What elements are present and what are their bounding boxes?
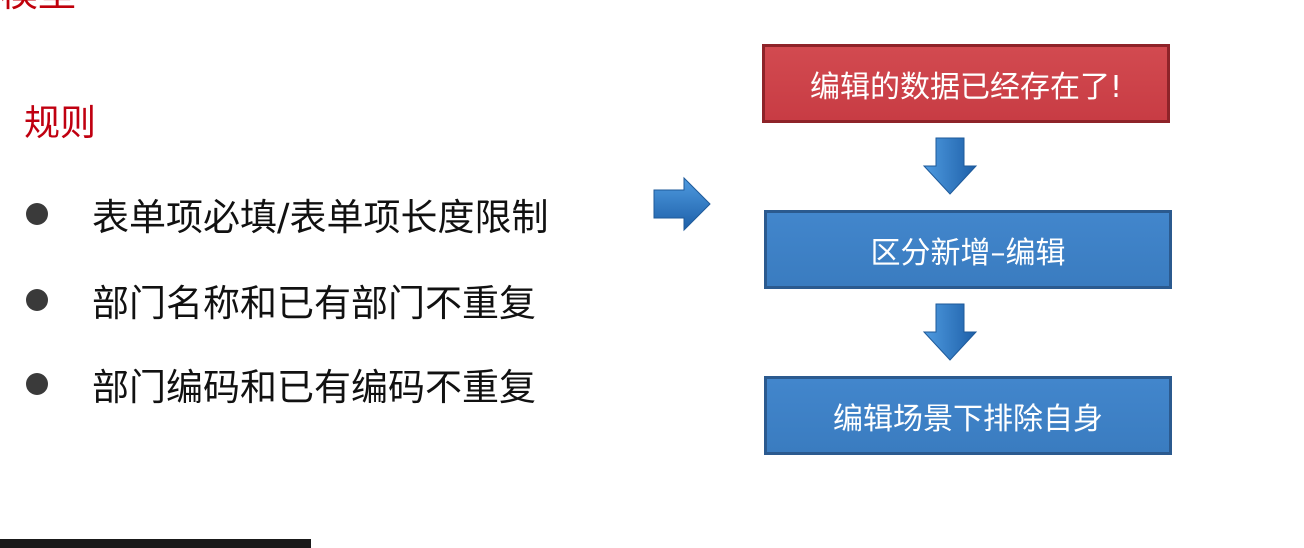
- flow-step-distinguish: 区分新增–编辑: [764, 210, 1172, 289]
- bullet-dot-icon: [26, 203, 48, 225]
- flow-step-label: 编辑场景下排除自身: [833, 401, 1103, 437]
- footer-bar: [0, 539, 311, 548]
- rule-item-3: 部门编码和已有编码不重复: [26, 360, 536, 409]
- flow-step-label: 编辑的数据已经存在了!: [809, 69, 1123, 105]
- down-arrow-icon: [922, 137, 978, 195]
- flow-step-label: 区分新增–编辑: [870, 235, 1066, 271]
- rule-item-1: 表单项必填/表单项长度限制: [26, 190, 549, 239]
- flow-step-exclude-self: 编辑场景下排除自身: [764, 376, 1172, 455]
- flow-step-alert: 编辑的数据已经存在了!: [762, 44, 1170, 123]
- rule-text: 表单项必填/表单项长度限制: [92, 196, 549, 239]
- rules-title: 规则: [24, 103, 97, 144]
- rule-item-2: 部门名称和已有部门不重复: [26, 276, 536, 325]
- rule-text: 部门编码和已有编码不重复: [92, 366, 536, 409]
- down-arrow-icon: [922, 303, 978, 361]
- right-arrow-icon: [653, 176, 711, 232]
- bullet-dot-icon: [26, 289, 48, 311]
- page-heading-fragment: 模型: [0, 0, 76, 12]
- bullet-dot-icon: [26, 373, 48, 395]
- rule-text: 部门名称和已有部门不重复: [92, 282, 536, 325]
